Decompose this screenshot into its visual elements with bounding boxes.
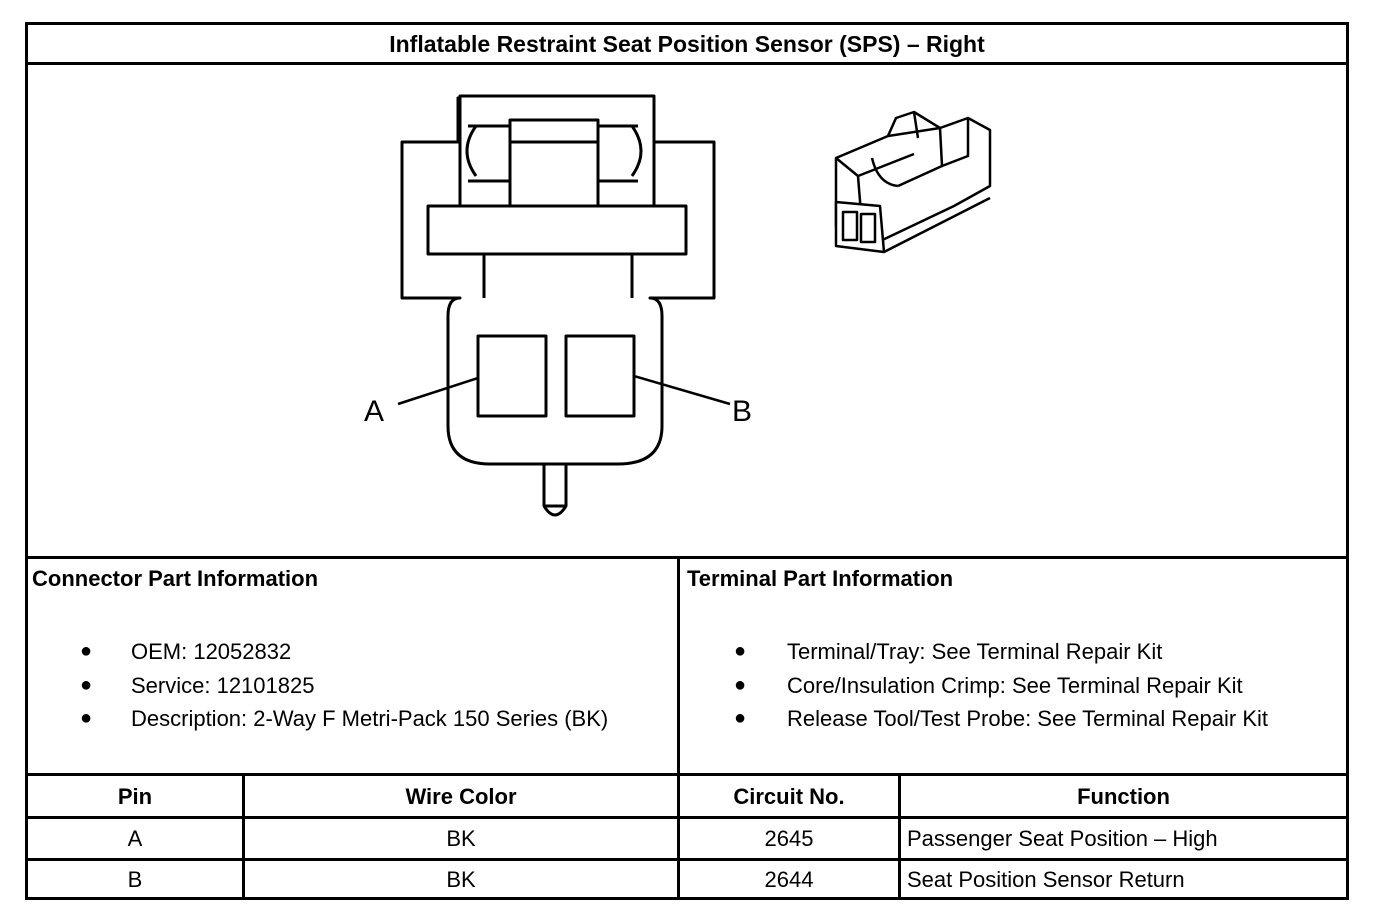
connector-isometric-sketch — [834, 110, 992, 254]
table-cell-pin: B — [127, 867, 143, 892]
pin-label-b: B — [732, 395, 752, 428]
header-circuit-no: Circuit No. — [733, 784, 845, 809]
bullet-icon: ● — [80, 707, 93, 729]
bullet-icon: ● — [734, 673, 747, 696]
table-cell-function: Seat Position Sensor Return — [907, 867, 1185, 892]
pin-cavity-b — [564, 334, 636, 418]
latch-top — [458, 94, 656, 208]
table-cell-wire-color: BK — [446, 867, 476, 892]
row-divider — [25, 858, 1349, 861]
table-cell-circuit: 2645 — [764, 826, 814, 851]
document-frame — [25, 22, 1349, 900]
connector-info-heading: Connector Part Information — [32, 566, 319, 591]
bullet-icon: ● — [734, 640, 747, 662]
header-pin: Pin — [117, 784, 153, 809]
table-cell-circuit: 2644 — [764, 867, 814, 892]
table-cell-function: Passenger Seat Position – High — [907, 826, 1218, 851]
pin-cavity-a — [476, 334, 548, 418]
title-divider — [25, 62, 1349, 65]
pin-label-a: A — [364, 395, 384, 428]
circuit-column-divider — [898, 773, 901, 900]
info-divider — [25, 773, 1349, 776]
bullet-icon: ● — [80, 673, 93, 696]
mounting-bar — [426, 204, 688, 256]
terminal-info-heading: Terminal Part Information — [687, 566, 954, 591]
page-title: Inflatable Restraint Seat Position Senso… — [389, 31, 985, 57]
table-cell-wire-color: BK — [446, 826, 476, 851]
pin-column-divider — [242, 773, 245, 900]
info-column-divider — [677, 556, 680, 900]
connector-outer-body — [400, 96, 716, 466]
table-cell-pin: A — [127, 826, 143, 851]
bullet-icon: ● — [80, 640, 93, 662]
connector-diagram: A B — [28, 66, 1346, 556]
header-wire-color: Wire Color — [405, 784, 517, 809]
diagram-divider — [25, 556, 1349, 559]
bullet-icon: ● — [734, 707, 747, 729]
connector-face-drawing: A B — [364, 94, 992, 517]
header-bottom-line — [25, 816, 1349, 819]
header-function: Function — [1077, 784, 1170, 809]
